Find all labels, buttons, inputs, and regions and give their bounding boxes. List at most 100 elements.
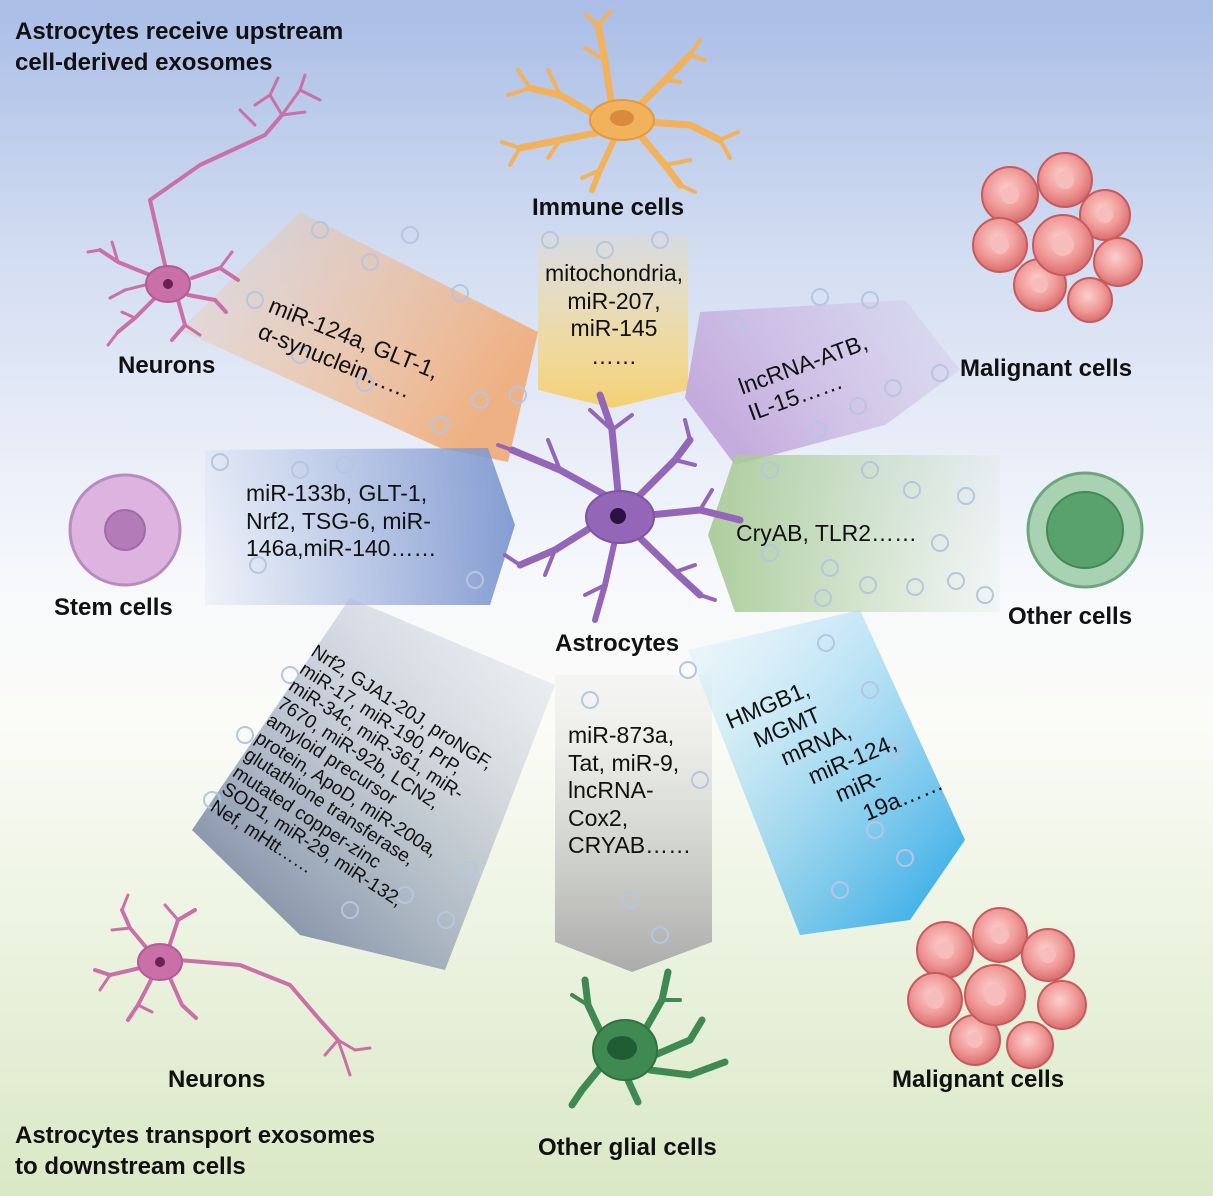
exosome-vesicle-icon (866, 821, 884, 839)
exosome-vesicle-icon (291, 346, 309, 364)
cargo-stem-line: 146a,miR-140…… (246, 535, 437, 562)
exosome-vesicle-icon (814, 589, 832, 607)
header-transport-line-1: Astrocytes transport exosomes (15, 1122, 376, 1149)
exosome-vesicle-icon (361, 253, 379, 271)
exosome-vesicle-icon (509, 386, 527, 404)
label-other-glial-cells: Other glial cells (538, 1134, 717, 1161)
exosome-vesicle-icon (957, 487, 975, 505)
exosome-vesicle-icon (651, 926, 669, 944)
exosome-vesicle-icon (761, 461, 779, 479)
exosome-vesicle-icon (466, 571, 484, 589)
glial-cell-icon (568, 968, 729, 1109)
exosome-vesicle-icon (809, 421, 827, 439)
arrow-neurons-to-astrocytes (180, 212, 538, 462)
exosome-vesicle-icon (211, 453, 229, 471)
exosome-vesicle-icon (451, 284, 469, 302)
exosome-vesicle-icon (859, 576, 877, 594)
exosome-vesicle-icon (291, 461, 309, 479)
exosome-vesicle-icon (691, 771, 709, 789)
exosome-vesicle-icon (203, 791, 221, 809)
exosome-vesicle-icon (431, 416, 449, 434)
exosome-vesicle-icon (459, 861, 477, 879)
exosome-vesicle-icon (596, 241, 614, 259)
header-receive-line-1: Astrocytes receive upstream (15, 18, 344, 45)
exosome-vesicle-icon (831, 881, 849, 899)
exosome-vesicle-icon (311, 221, 329, 239)
arrow-immune-to-astrocytes (538, 235, 688, 408)
exosome-vesicle-icon (246, 291, 264, 309)
header-receive-line-2: cell-derived exosomes (15, 49, 273, 77)
exosome-vesicle-icon (726, 314, 744, 332)
cargo-other-cells-line: CryAB, TLR2…… (736, 520, 918, 546)
cargo-stem: miR-133b, GLT-1, Nrf2, TSG-6, miR- 146a,… (246, 480, 436, 563)
header-transport-line-2: to downstream cells (15, 1153, 246, 1181)
exosome-vesicle-icon (931, 534, 949, 552)
exosome-vesicle-icon (821, 559, 839, 577)
exosome-vesicle-icon (341, 901, 359, 919)
exosome-vesicle-icon (896, 849, 914, 867)
other-cell-icon (1026, 471, 1144, 589)
exosome-vesicle-icon (761, 544, 779, 562)
header-receive: Astrocytes receive upstream cell-derived… (15, 16, 343, 78)
label-malignant-bottom: Malignant cells (892, 1066, 1065, 1093)
header-transport: Astrocytes transport exosomes to downstr… (15, 1120, 375, 1182)
exosome-vesicle-icon (947, 572, 965, 590)
exosome-vesicle-icon (336, 456, 354, 474)
cargo-immune-line: miR-145 (570, 315, 658, 342)
exosome-vesicle-icon (621, 891, 639, 909)
arrow-stem-to-astrocytes (205, 448, 515, 605)
exosome-vesicle-icon (471, 391, 489, 409)
cargo-other-glial-line: Tat, miR-9, (568, 749, 680, 776)
exosome-vesicle-icon (651, 231, 669, 249)
exosome-vesicle-icon (849, 397, 867, 415)
cargo-other-cells: CryAB, TLR2…… (736, 520, 917, 548)
exosome-vesicle-icon (236, 726, 254, 744)
cargo-immune-line: mitochondria, (544, 260, 684, 286)
cargo-other-glial: miR-873a, Tat, miR-9, lncRNA- Cox2, CRYA… (568, 722, 691, 860)
label-astrocytes: Astrocytes (555, 630, 680, 657)
cargo-other-glial-line: miR-873a, (568, 722, 675, 748)
label-neurons-top: Neurons (118, 352, 216, 379)
neuron-icon (86, 73, 322, 347)
exosome-vesicle-icon (906, 578, 924, 596)
cargo-other-glial-line: CRYAB…… (568, 832, 692, 859)
exosome-vesicle-icon (976, 586, 994, 604)
exosome-vesicle-icon (581, 691, 599, 709)
immune-cell-icon (500, 10, 740, 194)
exosome-vesicle-icon (437, 911, 455, 929)
cargo-stem-line: miR-133b, GLT-1, (246, 480, 428, 506)
exosome-vesicle-icon (396, 886, 414, 904)
exosome-vesicle-icon (861, 461, 879, 479)
exosome-vesicle-icon (281, 666, 299, 684)
label-malignant-top: Malignant cells (960, 355, 1133, 382)
exosome-vesicle-icon (931, 364, 949, 382)
label-stem-cells: Stem cells (54, 594, 173, 621)
exosome-vesicle-icon (886, 741, 904, 759)
arrow-astrocytes-to-malignant (688, 610, 965, 935)
stem-cell-icon (68, 473, 182, 587)
exosome-vesicle-icon (249, 556, 267, 574)
exosome-vesicle-icon (401, 226, 419, 244)
label-other-cells: Other cells (1008, 603, 1133, 630)
arrow-astrocytes-to-glial (555, 675, 712, 972)
neuron-icon (93, 893, 372, 1077)
cargo-immune-line: miR-207, (567, 287, 661, 314)
label-neurons-bottom: Neurons (168, 1066, 266, 1093)
exosome-vesicle-icon (884, 379, 902, 397)
arrow-malignant-to-astrocytes (685, 300, 960, 465)
exosome-vesicle-icon (817, 634, 835, 652)
exosome-vesicles (203, 221, 994, 944)
astrocyte-icon (496, 391, 744, 623)
cargo-other-glial-line: lncRNA- (568, 777, 654, 804)
arrow-other-cells-to-astrocytes (708, 455, 1000, 612)
malignant-cell-cluster-icon (907, 907, 1087, 1069)
exosome-vesicle-icon (541, 231, 559, 249)
exosome-vesicle-icon (861, 291, 879, 309)
label-immune-cells: Immune cells (532, 194, 685, 221)
malignant-cell-cluster-icon (972, 152, 1143, 323)
cargo-immune-line: …… (591, 342, 637, 369)
exosome-vesicle-icon (811, 288, 829, 306)
exosome-vesicle-icon (679, 661, 697, 679)
